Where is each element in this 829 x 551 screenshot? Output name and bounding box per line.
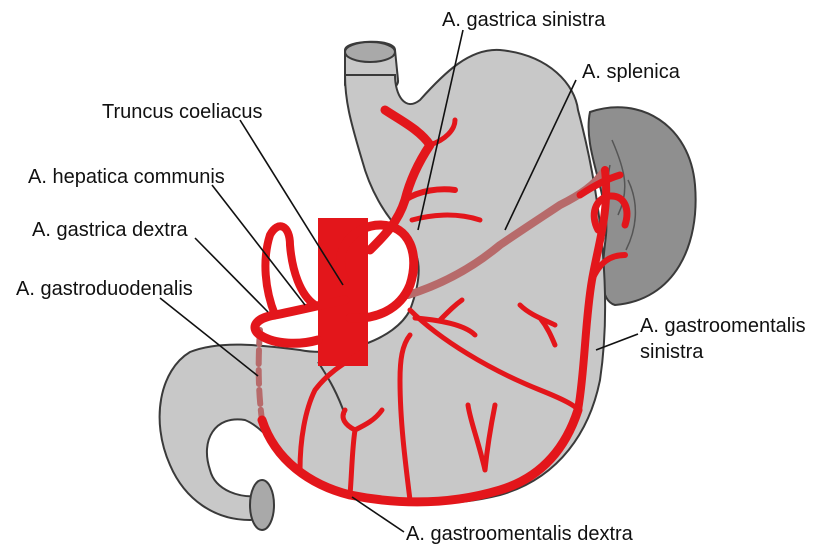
right-gastric-artery (265, 226, 315, 315)
duodenum-opening (250, 480, 274, 530)
label-gastroomentalis-dextra: A. gastroomentalis dextra (406, 523, 634, 545)
label-truncus: Truncus coeliacus (102, 101, 262, 123)
label-hepatica-communis: A. hepatica communis (28, 166, 225, 188)
label-gastroomentalis-sinistra-1: A. gastroomentalis (640, 315, 806, 337)
label-gastrica-dextra: A. gastrica dextra (32, 219, 189, 241)
label-gastroduodenalis: A. gastroduodenalis (16, 278, 193, 300)
label-splenica: A. splenica (582, 61, 681, 83)
gastroduodenal-artery-behind (259, 330, 262, 420)
label-gastroomentalis-sinistra-2: sinistra (640, 341, 704, 363)
leader-gastrica-dextra (195, 238, 268, 312)
esophagus-opening (345, 42, 395, 62)
label-gastrica-sinistra: A. gastrica sinistra (442, 9, 606, 31)
